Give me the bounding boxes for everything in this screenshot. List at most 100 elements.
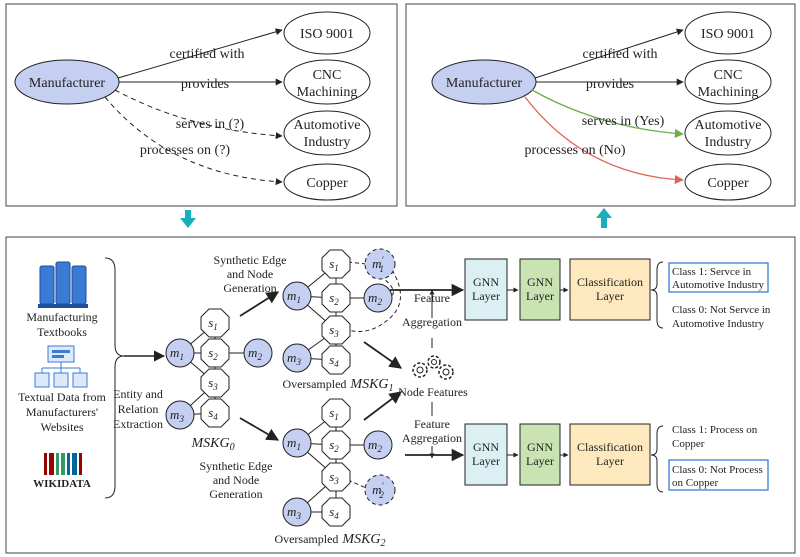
node-features-label: Node Features xyxy=(398,385,468,399)
svg-text:s1: s1 xyxy=(329,405,339,422)
iso-label: ISO 9001 xyxy=(300,27,354,42)
m2-node xyxy=(243,338,273,368)
copper-label: Copper xyxy=(306,176,348,191)
synth-bottom-1: Synthetic Edge xyxy=(200,459,273,473)
synthetic-node-m1prime xyxy=(364,248,396,280)
class-top-1-l2: Automotive Industry xyxy=(672,279,764,291)
bottom-panel: Manufacturing Textbooks Textual Data fro… xyxy=(5,236,796,554)
class-top-0-l1: Class 0: Not Servce in xyxy=(672,304,771,316)
m1-node xyxy=(165,338,195,368)
svg-text:m2: m2 xyxy=(248,345,262,362)
svg-text:Layer: Layer xyxy=(472,454,500,468)
rel-processes: processes on (?) xyxy=(140,143,231,158)
copper-label-right: Copper xyxy=(707,176,749,191)
copper-node xyxy=(283,163,371,201)
copper-node-right xyxy=(684,163,772,201)
top-right-panel: Manufacturer ISO 9001 CNC Machining Auto… xyxy=(405,3,796,207)
feature-agg-top-1: Feature xyxy=(414,291,450,305)
extraction-label-2: Relation xyxy=(118,402,159,416)
mskg0-label: MSKG0 xyxy=(190,436,234,453)
top-left-panel: Manufacturer ISO 9001 CNC Machining Auto… xyxy=(5,3,398,207)
automotive-label-right-2: Industry xyxy=(705,135,752,150)
textbooks-icon xyxy=(38,261,88,308)
svg-text:m2: m2 xyxy=(368,437,382,454)
extraction-label-3: Extraction xyxy=(113,417,163,431)
gnn-layer-bottom-1 xyxy=(464,423,508,486)
wikidata-logo-icon xyxy=(44,453,82,475)
automotive-label-1: Automotive xyxy=(294,118,361,133)
svg-text:m1: m1 xyxy=(170,345,184,362)
cnc-label-2: Machining xyxy=(297,85,358,100)
svg-text:GNN: GNN xyxy=(473,440,499,454)
teal-up-arrow xyxy=(596,208,612,228)
websites-label-2: Manufacturers' xyxy=(26,405,98,419)
classification-layer-top xyxy=(569,258,651,321)
cnc-label-right-1: CNC xyxy=(714,68,743,83)
textbooks-label-1: Manufacturing xyxy=(26,310,97,324)
rel-serves-right: serves in (Yes) xyxy=(582,114,665,129)
extraction-label-1: Entity and xyxy=(113,387,163,401)
svg-text:Layer: Layer xyxy=(526,454,554,468)
svg-text:GNN: GNN xyxy=(527,275,553,289)
svg-text:m3: m3 xyxy=(287,504,301,521)
svg-text:m3: m3 xyxy=(287,350,301,367)
manufacturer-label: Manufacturer xyxy=(29,76,106,91)
svg-text:s4: s4 xyxy=(329,504,339,521)
synthetic-node-m2prime xyxy=(364,474,396,506)
iso-node xyxy=(283,11,371,55)
mskg0-graph: m1 m2 m3 s1 s2 s3 s4 MSKG0 xyxy=(165,308,273,453)
rel-provides-right: provides xyxy=(586,77,634,92)
svg-text:s3: s3 xyxy=(329,322,339,339)
svg-text:s2: s2 xyxy=(329,290,339,307)
cnc-node xyxy=(283,59,371,105)
textbooks-label-2: Textbooks xyxy=(37,325,87,339)
cnc-node-right xyxy=(684,59,772,105)
gears-icon xyxy=(412,355,454,380)
automotive-node-right xyxy=(684,110,772,156)
svg-text:m′2: m′2 xyxy=(372,481,384,500)
manufacturer-label-right: Manufacturer xyxy=(446,76,523,91)
class-top-highlight xyxy=(668,262,769,293)
rel-provides: provides xyxy=(181,77,229,92)
teal-down-arrow xyxy=(180,210,196,228)
websites-icon xyxy=(34,345,88,388)
iso-node-right xyxy=(684,11,772,55)
svg-text:s3: s3 xyxy=(329,469,339,486)
class-bottom-highlight xyxy=(668,459,769,491)
rel-certified-right: certified with xyxy=(582,47,657,62)
gnn-layer-bottom-2 xyxy=(519,423,561,486)
svg-text:s3: s3 xyxy=(208,375,218,392)
rel-certified: certified with xyxy=(169,47,244,62)
feature-agg-top-2: Aggregation xyxy=(402,315,462,329)
automotive-label-right-1: Automotive xyxy=(695,118,762,133)
automotive-node xyxy=(283,110,371,156)
gnn-layer-top-1 xyxy=(464,258,508,321)
class-top-0-l2: Automotive Industry xyxy=(672,318,764,330)
svg-text:m1: m1 xyxy=(287,435,301,452)
svg-text:Classification: Classification xyxy=(577,440,643,454)
svg-text:GNN: GNN xyxy=(527,440,553,454)
feature-agg-bottom-2: Aggregation xyxy=(402,431,462,445)
wikidata-label: WIKIDATA xyxy=(33,478,91,490)
class-bottom-0-l2: on Copper xyxy=(672,477,718,489)
synth-bottom-2: and Node xyxy=(213,473,259,487)
svg-text:s2: s2 xyxy=(208,345,218,362)
cnc-label-1: CNC xyxy=(313,68,342,83)
svg-text:m1: m1 xyxy=(287,288,301,305)
svg-text:Classification: Classification xyxy=(577,275,643,289)
cnc-label-right-2: Machining xyxy=(698,85,759,100)
svg-text:Layer: Layer xyxy=(596,289,624,303)
automotive-label-2: Industry xyxy=(304,135,351,150)
svg-text:m3: m3 xyxy=(170,407,184,424)
class-bottom-1-l2: Copper xyxy=(672,438,705,450)
svg-text:s1: s1 xyxy=(329,256,339,273)
websites-label-3: Websites xyxy=(40,420,83,434)
class-bottom-0-l1: Class 0: Not Process xyxy=(672,464,763,476)
synth-top-2: and Node xyxy=(227,267,273,281)
svg-text:m2: m2 xyxy=(368,290,382,307)
svg-text:GNN: GNN xyxy=(473,275,499,289)
